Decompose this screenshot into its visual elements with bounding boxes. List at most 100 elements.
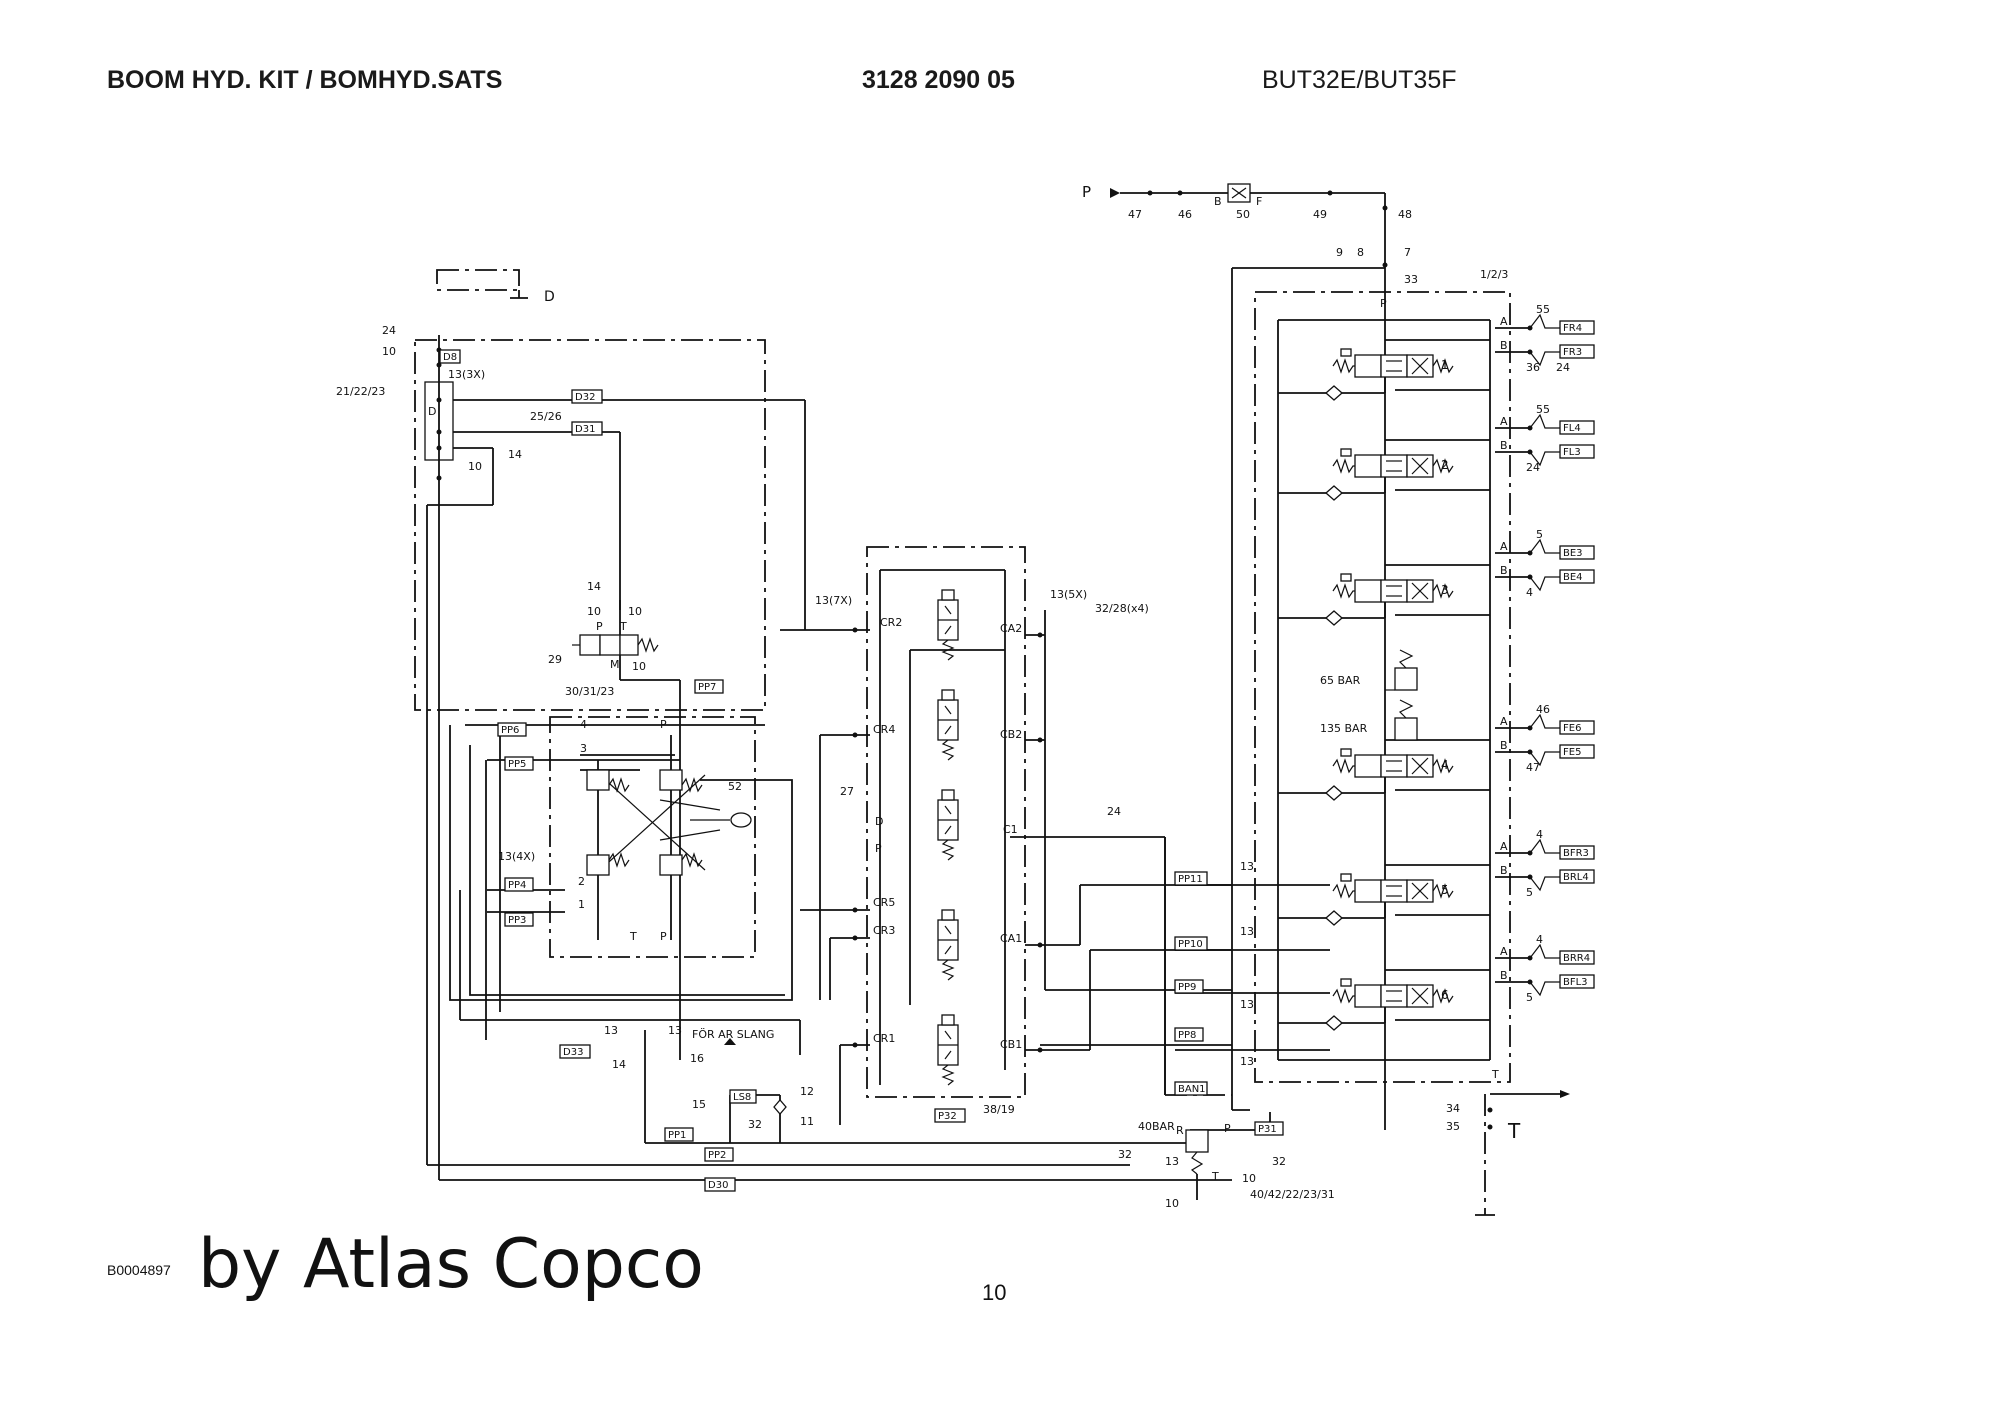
port-a-name: BFR3 bbox=[1563, 848, 1589, 859]
svg-text:P: P bbox=[1380, 297, 1387, 310]
svg-text:11: 11 bbox=[800, 1115, 814, 1128]
check-valve-5 bbox=[1325, 910, 1343, 926]
svg-text:T: T bbox=[1491, 1068, 1499, 1081]
svg-text:PP4: PP4 bbox=[508, 880, 526, 891]
svg-text:10: 10 bbox=[628, 605, 642, 618]
section-number-5: 5 bbox=[1441, 883, 1449, 897]
svg-text:D: D bbox=[875, 815, 883, 828]
svg-text:D32: D32 bbox=[575, 392, 595, 403]
port-fl4 bbox=[1559, 420, 1595, 435]
svg-text:CR4: CR4 bbox=[873, 723, 895, 736]
svg-text:27: 27 bbox=[840, 785, 854, 798]
svg-text:13: 13 bbox=[1240, 1055, 1254, 1068]
section-number-3: 3 bbox=[1441, 583, 1449, 597]
port-fr4 bbox=[1559, 320, 1595, 335]
svg-text:12: 12 bbox=[800, 1085, 814, 1098]
port-b-name: BFL3 bbox=[1563, 977, 1588, 988]
item-number: 5 bbox=[1526, 886, 1533, 899]
pressure-reducer-65bar bbox=[1385, 649, 1418, 741]
item-number: 55 bbox=[1536, 303, 1550, 316]
svg-text:33: 33 bbox=[1404, 273, 1418, 286]
bottom-lines bbox=[427, 1030, 1271, 1200]
svg-text:13: 13 bbox=[1240, 925, 1254, 938]
svg-text:FÖR AR SLANG: FÖR AR SLANG bbox=[692, 1028, 774, 1041]
valve-section-3 bbox=[1278, 538, 1595, 626]
svg-text:D31: D31 bbox=[575, 424, 595, 435]
svg-text:13(4X): 13(4X) bbox=[498, 850, 535, 863]
item-number: 47 bbox=[1526, 761, 1540, 774]
svg-text:10: 10 bbox=[1165, 1197, 1179, 1210]
svg-text:P: P bbox=[1224, 1122, 1231, 1135]
valve-section-6 bbox=[1278, 943, 1595, 1031]
svg-text:65 BAR: 65 BAR bbox=[1320, 674, 1361, 687]
port-a-label: A bbox=[1500, 415, 1508, 428]
directional-valve-3 bbox=[1332, 573, 1454, 603]
svg-text:T: T bbox=[1211, 1170, 1219, 1183]
svg-text:13(3X): 13(3X) bbox=[448, 368, 485, 381]
svg-text:32: 32 bbox=[1272, 1155, 1286, 1168]
svg-text:13: 13 bbox=[604, 1024, 618, 1037]
svg-text:9: 9 bbox=[1336, 246, 1343, 259]
svg-text:CB1: CB1 bbox=[1000, 1038, 1022, 1051]
svg-text:2: 2 bbox=[578, 875, 585, 888]
svg-text:P: P bbox=[596, 620, 603, 633]
item-number: 46 bbox=[1536, 703, 1550, 716]
svg-text:13(5X): 13(5X) bbox=[1050, 588, 1087, 601]
svg-text:F: F bbox=[1256, 195, 1262, 208]
port-be3 bbox=[1559, 545, 1595, 560]
svg-text:PP6: PP6 bbox=[501, 725, 519, 736]
pilot-valve-3 bbox=[937, 789, 959, 861]
port-a-name: FR4 bbox=[1563, 323, 1582, 334]
page-number: 10 bbox=[982, 1280, 1007, 1305]
item-number: 24 bbox=[1526, 461, 1540, 474]
svg-text:35: 35 bbox=[1446, 1120, 1460, 1133]
svg-text:LS8: LS8 bbox=[733, 1092, 751, 1103]
directional-valve-1 bbox=[1332, 348, 1454, 378]
pilot-valve-5 bbox=[937, 1014, 959, 1086]
svg-text:24: 24 bbox=[1107, 805, 1121, 818]
svg-text:24: 24 bbox=[382, 324, 396, 337]
svg-text:52: 52 bbox=[728, 780, 742, 793]
port-a-name: BE3 bbox=[1563, 548, 1583, 559]
directional-valve-6 bbox=[1332, 978, 1454, 1008]
svg-text:32: 32 bbox=[1118, 1148, 1132, 1161]
svg-text:T: T bbox=[619, 620, 627, 633]
model-code: BUT32E/BUT35F bbox=[1262, 66, 1457, 94]
valve-section-2 bbox=[1278, 413, 1595, 501]
svg-text:50: 50 bbox=[1236, 208, 1250, 221]
item-number: 4 bbox=[1536, 828, 1543, 841]
svg-text:P: P bbox=[660, 930, 667, 943]
svg-text:38/19: 38/19 bbox=[983, 1103, 1015, 1116]
valve-section-1 bbox=[1278, 313, 1595, 401]
svg-text:P: P bbox=[875, 842, 882, 855]
port-fe5 bbox=[1559, 744, 1595, 759]
svg-text:D8: D8 bbox=[443, 352, 457, 363]
svg-text:10: 10 bbox=[382, 345, 396, 358]
port-a-label: A bbox=[1500, 715, 1508, 728]
svg-text:B: B bbox=[1214, 195, 1222, 208]
svg-text:14: 14 bbox=[508, 448, 522, 461]
port-be4 bbox=[1559, 569, 1595, 584]
svg-text:49: 49 bbox=[1313, 208, 1327, 221]
svg-text:14: 14 bbox=[587, 580, 601, 593]
check-valve-2 bbox=[1325, 485, 1343, 501]
svg-text:32/28(x4): 32/28(x4) bbox=[1095, 602, 1149, 615]
svg-text:10: 10 bbox=[468, 460, 482, 473]
svg-text:PP5: PP5 bbox=[508, 759, 526, 770]
port-b-name: FL3 bbox=[1563, 447, 1581, 458]
port-b-label: B bbox=[1500, 969, 1508, 982]
svg-text:48: 48 bbox=[1398, 208, 1412, 221]
item-number: 4 bbox=[1536, 933, 1543, 946]
port-b-label: B bbox=[1500, 739, 1508, 752]
svg-text:15: 15 bbox=[692, 1098, 706, 1111]
pilot-valve-4 bbox=[937, 909, 959, 981]
port-bfl3 bbox=[1559, 974, 1595, 989]
svg-text:4: 4 bbox=[580, 718, 587, 731]
port-b-name: FE5 bbox=[1563, 747, 1581, 758]
svg-text:D: D bbox=[428, 405, 436, 418]
port-b-label: B bbox=[1500, 864, 1508, 877]
svg-text:PP9: PP9 bbox=[1178, 982, 1196, 993]
svg-text:D30: D30 bbox=[708, 1180, 728, 1191]
port-brl4 bbox=[1559, 869, 1595, 884]
